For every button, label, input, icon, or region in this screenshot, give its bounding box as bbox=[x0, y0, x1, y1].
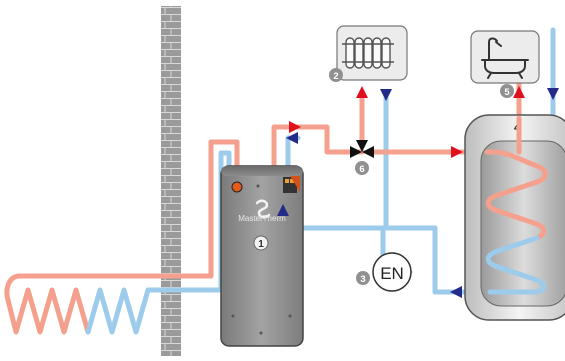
hot-water-label: 5 bbox=[504, 87, 510, 98]
screw-icon bbox=[288, 314, 292, 318]
tank-heating-coil bbox=[484, 115, 548, 295]
expansion-vessel: EN 3 bbox=[356, 252, 412, 292]
brand-name: MasterTherm bbox=[238, 214, 286, 223]
hot-arrow-up-icon bbox=[356, 86, 368, 98]
heat-pump-label: 1 bbox=[258, 239, 264, 250]
cold-arrow-down-icon bbox=[380, 89, 392, 101]
brick-wall bbox=[161, 6, 181, 356]
heat-pump-floor-pipes bbox=[208, 139, 240, 293]
bath-shower-icon bbox=[481, 37, 529, 79]
radiator-badge bbox=[329, 68, 343, 82]
expansion-vessel-label: 3 bbox=[360, 274, 365, 285]
expansion-vessel-icon bbox=[372, 252, 412, 292]
three-way-valve: 6 bbox=[350, 140, 374, 175]
radiator: 2 bbox=[329, 25, 408, 82]
screw-icon bbox=[231, 314, 235, 318]
hot-arrow-up-icon bbox=[513, 86, 525, 98]
cold-arrow-left-icon bbox=[450, 286, 462, 298]
cold-arrow-down-icon bbox=[547, 88, 559, 100]
cold-arrow-up-icon bbox=[277, 204, 289, 216]
expansion-vessel-text: EN bbox=[380, 264, 404, 283]
heat-pump-badge bbox=[253, 235, 269, 251]
heat-pump-unit: MasterTherm 1 bbox=[220, 165, 304, 347]
hot-arrow-right-icon bbox=[289, 121, 301, 133]
mastertherm-logo-icon bbox=[255, 199, 271, 219]
screw-icon bbox=[256, 184, 260, 188]
radiator-label: 2 bbox=[333, 71, 338, 82]
radiator-icon bbox=[342, 37, 394, 69]
flow-arrows bbox=[277, 86, 559, 298]
hot-water-outlet: 5 bbox=[470, 30, 540, 98]
valve-icon bbox=[350, 140, 374, 158]
screw-icon bbox=[259, 331, 263, 335]
hot-water-badge bbox=[500, 84, 514, 98]
emergency-button-icon bbox=[231, 181, 243, 193]
cold-arrow-left-icon bbox=[286, 132, 298, 144]
hot-arrow-right-icon bbox=[451, 146, 463, 158]
underfloor-heating-loops bbox=[4, 273, 214, 335]
valve-badge bbox=[355, 161, 369, 175]
valve-label: 6 bbox=[359, 164, 364, 175]
expansion-vessel-badge bbox=[356, 271, 370, 285]
